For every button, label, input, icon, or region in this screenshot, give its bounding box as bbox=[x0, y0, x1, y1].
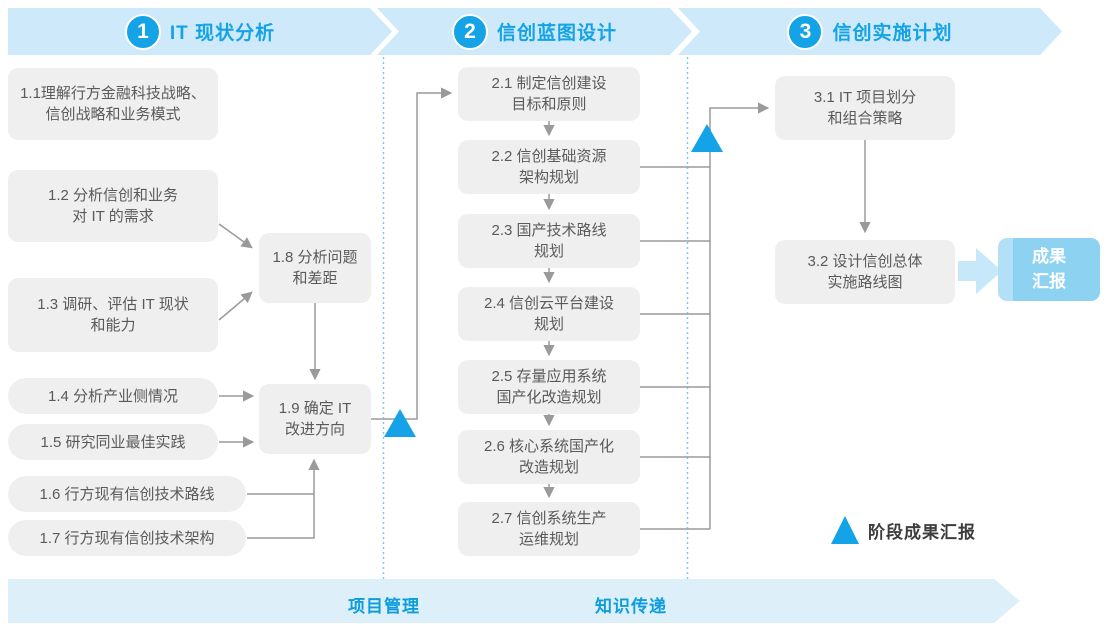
step-box-1-2: 1.2 分析信创和业务 对 IT 的需求 bbox=[8, 170, 218, 242]
connector-1-7-to-1-9 bbox=[247, 458, 320, 539]
phase-title-1: IT 现状分析 bbox=[169, 23, 276, 44]
result-arrow-icon bbox=[958, 248, 1002, 294]
step-box-1-1: 1.1理解行方金融科技战略、 信创战略和业务模式 bbox=[8, 68, 218, 140]
phase-banner-3: 3 信创实施计划 bbox=[678, 8, 1062, 55]
step-box-2-5: 2.5 存量应用系统 国产化改造规划 bbox=[458, 360, 640, 414]
phase-title-2: 信创蓝图设计 bbox=[496, 23, 617, 44]
step-box-2-4: 2.4 信创云平台建设 规划 bbox=[458, 287, 640, 341]
step-box-1-8: 1.8 分析问题 和差距 bbox=[259, 233, 371, 303]
step-box-2-1: 2.1 制定信创建设 目标和原则 bbox=[458, 67, 640, 121]
step-box-2-3: 2.3 国产技术路线 规划 bbox=[458, 214, 640, 268]
phase-title-3: 信创实施计划 bbox=[832, 23, 953, 44]
step-box-1-6: 1.6 行方现有信创技术路线 bbox=[8, 476, 246, 512]
phase-number-badge-1: 1 bbox=[125, 14, 161, 50]
milestone-triangle-phase2 bbox=[691, 124, 723, 152]
step-box-1-3: 1.3 调研、评估 IT 现状 和能力 bbox=[8, 278, 218, 352]
phase-banner-1: 1 IT 现状分析 bbox=[8, 8, 392, 55]
step-box-3-2: 3.2 设计信创总体 实施路线图 bbox=[775, 240, 955, 304]
result-report-box: 成果 汇报 bbox=[998, 238, 1100, 301]
footer-band bbox=[8, 579, 1020, 623]
footer-label-knowledge-transfer: 知识传递 bbox=[595, 597, 667, 616]
milestone-triangle-phase1 bbox=[384, 409, 416, 437]
step-box-3-1: 3.1 IT 项目划分 和组合策略 bbox=[775, 76, 955, 140]
phase-number-badge-2: 2 bbox=[452, 14, 488, 50]
connector-1-9-to-2-1 bbox=[371, 87, 453, 420]
phase-banner-2: 2 信创蓝图设计 bbox=[377, 8, 692, 55]
connector-1-3-to-1-8 bbox=[218, 291, 253, 321]
legend-label: 阶段成果汇报 bbox=[868, 523, 976, 542]
legend-triangle-icon bbox=[831, 516, 859, 544]
step-box-1-9: 1.9 确定 IT 改进方向 bbox=[259, 384, 371, 454]
step-box-1-5: 1.5 研究同业最佳实践 bbox=[8, 424, 218, 460]
step-box-1-7: 1.7 行方现有信创技术架构 bbox=[8, 520, 246, 556]
footer-label-project-management: 项目管理 bbox=[348, 597, 420, 616]
step-box-1-4: 1.4 分析产业侧情况 bbox=[8, 378, 218, 414]
step-box-2-2: 2.2 信创基础资源 架构规划 bbox=[458, 140, 640, 194]
phase-number-badge-3: 3 bbox=[787, 14, 823, 50]
connector-bus-to-3-1 bbox=[709, 102, 770, 529]
connector-1-2-to-1-8 bbox=[218, 223, 253, 249]
step-box-2-7: 2.7 信创系统生产 运维规划 bbox=[458, 502, 640, 556]
step-box-2-6: 2.6 核心系统国产化 改造规划 bbox=[458, 430, 640, 484]
